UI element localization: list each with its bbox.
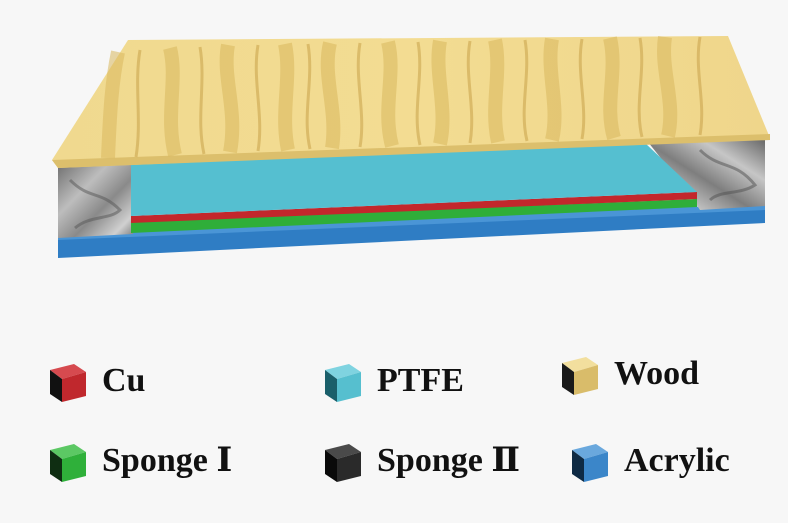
ptfe-cube-icon	[325, 364, 361, 402]
acrylic-cube-icon	[572, 444, 608, 482]
legend-item-cu: Cu	[38, 352, 145, 410]
legend-label-acrylic: Acrylic	[624, 442, 730, 479]
cu-layer	[131, 192, 697, 223]
legend-label-sponge-ii: Sponge Ⅱ	[377, 442, 520, 479]
legend-item-wood: Wood	[550, 345, 699, 403]
legend-label-wood: Wood	[614, 355, 700, 392]
sponge-i-layer	[131, 199, 697, 233]
sponge-i-cube-icon	[50, 444, 86, 482]
legend-item-sponge-i: Sponge Ⅰ	[38, 432, 232, 490]
layered-device-diagram	[52, 35, 770, 258]
legend-item-ptfe: PTFE	[313, 352, 464, 410]
sponge-ii-cube-icon	[325, 444, 361, 482]
acrylic-layer	[58, 204, 765, 258]
wood-cube-icon	[562, 357, 598, 395]
cu-cube-icon	[50, 364, 86, 402]
legend-label-ptfe: PTFE	[377, 362, 464, 399]
legend-item-sponge-ii: Sponge Ⅱ	[313, 432, 520, 490]
legend-item-acrylic: Acrylic	[560, 432, 730, 490]
wood-layer	[52, 35, 770, 168]
legend-label-cu: Cu	[102, 362, 146, 399]
sponge-ii-supports	[58, 136, 765, 238]
ptfe-layer	[131, 143, 697, 216]
legend-label-sponge-i: Sponge Ⅰ	[102, 442, 233, 479]
